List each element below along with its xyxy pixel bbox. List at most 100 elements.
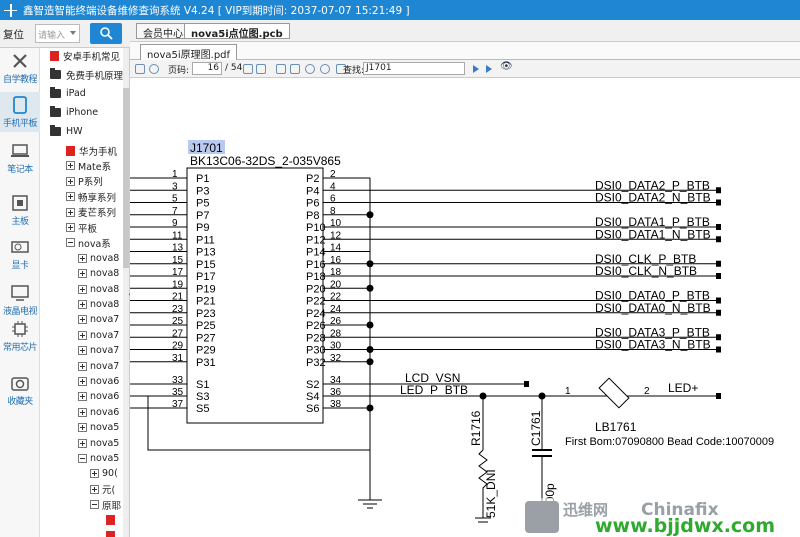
tree-item[interactable]: nova7 [78,312,119,327]
expand-icon[interactable] [66,223,75,232]
watermark-brand: Chinafix [641,500,719,520]
pin-name: P25 [196,320,216,332]
expand-icon[interactable] [90,484,99,494]
search-input[interactable]: 请输入 [35,24,80,43]
tree-item[interactable]: nova7 [78,328,119,343]
expand-icon[interactable] [78,346,87,356]
rail-item-gpu[interactable]: 显卡 [0,234,40,274]
expand-icon[interactable] [78,315,87,325]
tree-item[interactable]: nova8 [78,251,119,266]
expand-icon[interactable] [78,407,87,417]
net-terminal [716,224,721,230]
expand-icon[interactable] [78,361,87,371]
tree-item[interactable]: Mate系 [66,158,111,173]
tree-item[interactable]: nova7 [78,343,119,358]
tree-item[interactable]: nova8 [78,266,119,281]
binoculars-icon[interactable]: 👁 [500,61,513,72]
refresh-icon[interactable] [149,64,159,74]
tree-item[interactable]: 原耶 [90,497,121,512]
expand-icon[interactable] [78,423,87,433]
rail-item-chip[interactable]: 常用芯片 [0,316,40,356]
tree-item[interactable]: 平板 [66,220,97,235]
rail-item-camera[interactable]: 收藏夹 [0,370,40,410]
net-label: DSI0_DATA0_N_BTB [595,301,711,315]
expand-icon[interactable] [78,392,87,402]
expand-icon[interactable] [66,207,75,217]
rail-item-tv[interactable]: 液晶电视 [0,280,40,320]
collapse-icon[interactable] [90,500,99,510]
zoom-out-icon[interactable] [320,64,330,74]
tree-item[interactable]: HW [50,124,83,139]
tab-pcb[interactable]: nova5i点位图.pcb [184,23,290,40]
tree-item[interactable]: nova5 [78,420,119,435]
tree-item[interactable]: 90( [90,466,118,481]
tab-pdf[interactable]: nova5i原理图.pdf [140,44,238,61]
expand-icon[interactable] [66,176,75,186]
tree-scrollbar[interactable] [123,48,129,537]
expand-icon[interactable] [66,192,75,202]
tree-item[interactable] [106,513,119,528]
page-input[interactable]: 16 [192,62,222,75]
expand-icon[interactable] [78,253,87,263]
expand-icon[interactable] [78,377,87,386]
expand-icon[interactable] [78,438,87,448]
find-input[interactable]: J1701 [363,62,465,75]
expand-icon[interactable] [78,330,87,340]
find-next-icon[interactable] [473,65,479,73]
tree-item[interactable]: 华为手机 [66,143,117,158]
tree-item[interactable]: iPad [50,86,86,101]
expand-icon[interactable] [66,161,75,171]
tree-item[interactable]: iPhone [50,105,98,120]
tree-item[interactable]: 畅享系列 [66,189,116,204]
tree-item-label: nova8 [90,299,120,310]
next-page-icon[interactable] [256,64,266,74]
expand-icon[interactable] [78,269,87,279]
tree-item[interactable]: 安卓手机常见 [50,48,120,63]
expand-icon[interactable] [78,284,87,294]
bead-lb1761 [598,377,630,409]
fit-width-icon[interactable] [290,64,300,74]
zoom-in-icon[interactable] [305,64,315,74]
expand-icon[interactable] [78,300,87,309]
prev-page-icon[interactable] [243,64,253,74]
hand-tool-icon[interactable] [336,64,346,74]
tree-item-label: nova5 [90,437,120,449]
pin-number: 1 [172,169,178,180]
tree-item[interactable]: nova6 [78,374,119,389]
reset-button[interactable]: 复位 [3,29,24,41]
collapse-arrow-icon[interactable]: ‹ [128,290,132,300]
tree-item-label: nova7 [90,345,120,357]
pin-name: P20 [306,283,326,295]
tree-item[interactable]: 免费手机原理 [50,67,123,82]
tree-item[interactable]: 麦芒系列 [66,205,116,220]
tree-item[interactable]: nova8 [78,282,119,297]
tree-item[interactable]: nova系 [66,235,111,250]
tree-item[interactable] [106,528,119,537]
pin-number: 12 [330,230,342,241]
rail-item-label: 笔记本 [7,165,33,175]
tree-item[interactable]: 元( [90,482,115,497]
expand-icon[interactable] [90,469,99,479]
search-button[interactable] [90,23,122,44]
tree-item[interactable]: nova8 [78,297,119,312]
tree-item[interactable]: nova5 [78,451,119,466]
tree-item[interactable]: nova6 [78,405,119,420]
watermark-url: www.bjjdwx.com [595,515,775,537]
tree-item[interactable]: nova5 [78,436,119,451]
tree-item[interactable]: P系列 [66,174,103,189]
tree-item[interactable]: nova6 [78,389,119,404]
rail-item-phone[interactable]: 手机平板 [0,92,40,132]
print-icon[interactable] [135,64,145,74]
rail-item-tools[interactable]: 自学教程 [0,48,40,88]
net-label-lcd: LCD_VSN [405,371,460,385]
pin-number: 24 [330,304,342,315]
fit-page-icon[interactable] [276,64,286,74]
rail-item-motherboard[interactable]: 主板 [0,190,40,230]
tree-item[interactable]: nova7 [78,359,119,374]
rail-item-laptop[interactable]: 笔记本 [0,138,40,178]
collapse-icon[interactable] [78,454,87,463]
collapse-icon[interactable] [66,238,75,248]
tab-member-center[interactable]: 会员中心 [136,23,190,40]
find-next2-icon[interactable] [486,65,492,73]
